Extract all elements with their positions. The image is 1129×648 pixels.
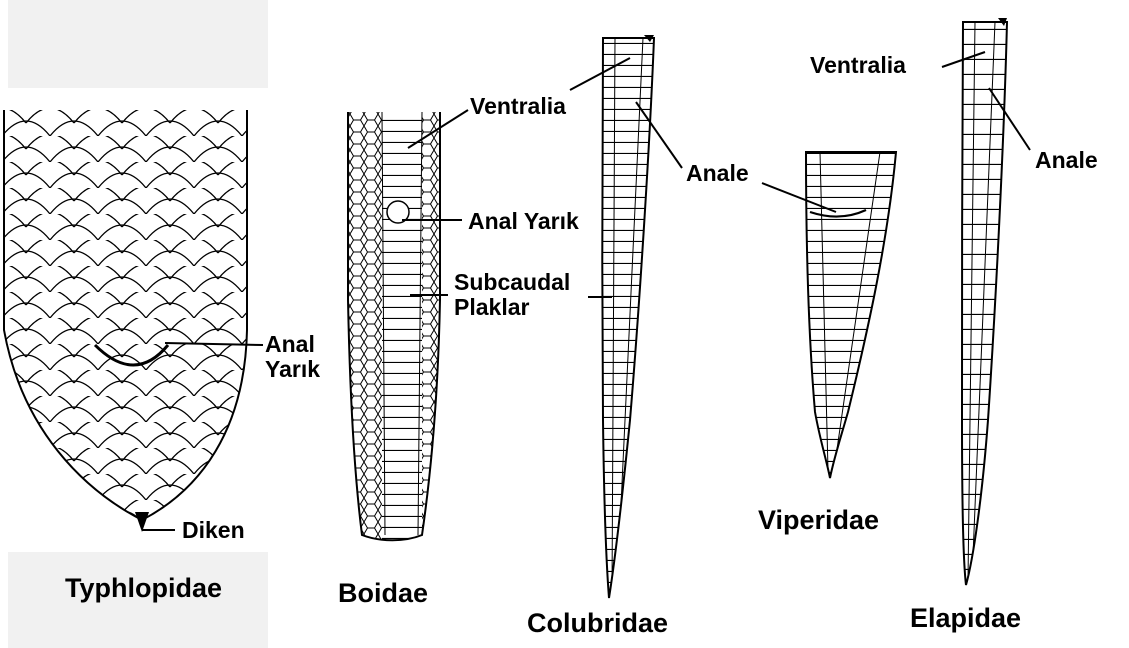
diken-label: Diken xyxy=(182,518,245,542)
anal-yarik-boidae-label: Anal Yarık xyxy=(468,209,579,233)
anal-yarik-typhlo-label-line1: Anal xyxy=(265,332,315,356)
anale-colubridae-label: Anale xyxy=(686,161,749,185)
boidae-tail-figure xyxy=(340,110,468,550)
ventralia-boidae-label: Ventralia xyxy=(470,94,566,118)
top-left-panel xyxy=(8,0,268,88)
colubridae-title: Colubridae xyxy=(527,608,668,638)
boidae-title: Boidae xyxy=(338,578,428,608)
viperidae-tail-figure xyxy=(762,150,900,485)
anal-yarik-typhlo-label-line2: Yarık xyxy=(265,357,320,381)
typhlopidae-title: Typhlopidae xyxy=(65,573,222,603)
elapidae-title: Elapidae xyxy=(910,603,1021,633)
subcaudal-label-line2: Plaklar xyxy=(454,295,529,319)
typhlopidae-tail-figure xyxy=(0,100,263,532)
subcaudal-label-line1: Subcaudal xyxy=(454,270,570,294)
ventralia-elapidae-label: Ventralia xyxy=(810,53,906,77)
anale-elapidae-label: Anale xyxy=(1035,148,1098,172)
viperidae-title: Viperidae xyxy=(758,505,879,535)
colubridae-tail-figure xyxy=(570,35,682,606)
elapidae-tail-figure xyxy=(942,18,1030,590)
